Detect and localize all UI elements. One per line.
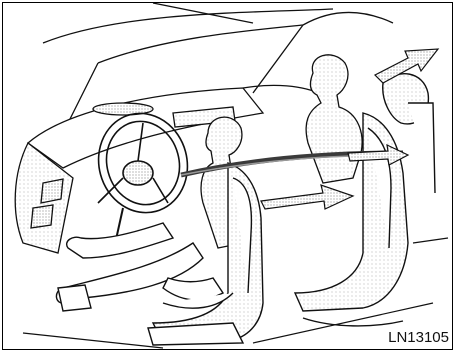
- car-interior-illustration: [3, 3, 453, 350]
- rear-occupant: [306, 55, 362, 183]
- figure-code: LN13105: [387, 330, 450, 345]
- dashboard: [15, 85, 323, 253]
- arrow-middle: [261, 185, 353, 209]
- driver-legs: [56, 223, 223, 311]
- figure-frame: LN13105: [2, 2, 453, 350]
